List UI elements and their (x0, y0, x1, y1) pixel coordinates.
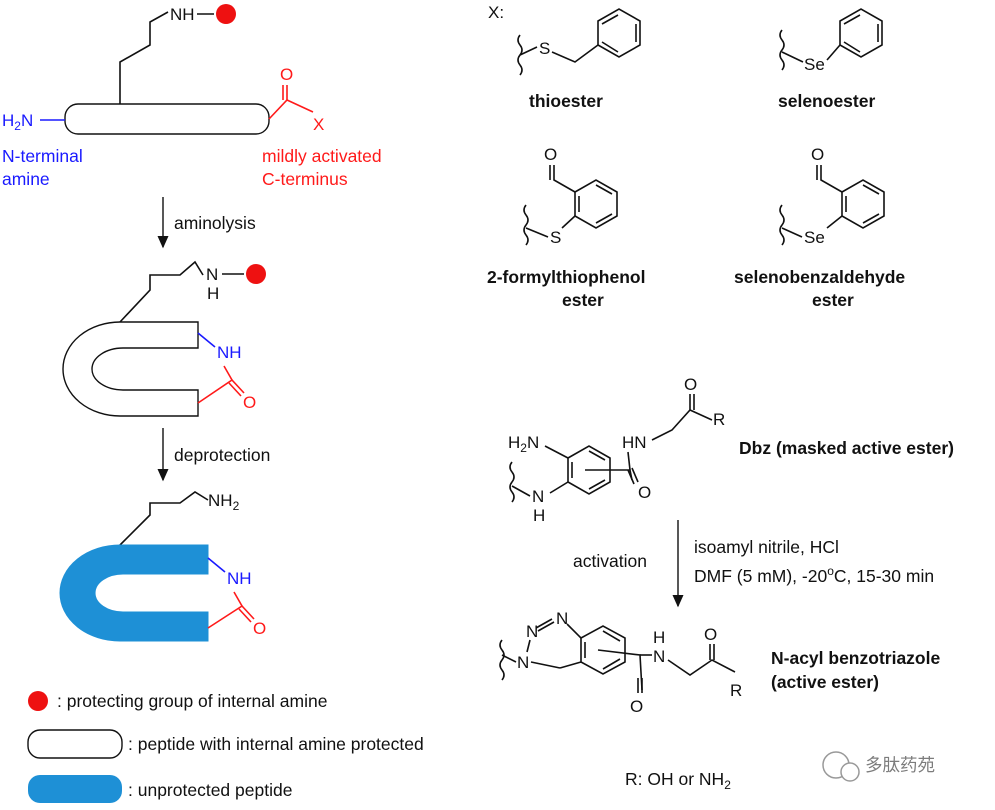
selenobenz-se: Se (804, 228, 825, 247)
formylthiophenol-structure: O S 2-formylthiophenol ester (487, 145, 645, 310)
side-chain-n: N (206, 265, 218, 284)
dbz-o1: O (638, 483, 651, 502)
bt-label-2: (active ester) (771, 672, 879, 692)
r-definition: R: OH or NH2 (625, 769, 731, 792)
legend-filled-text: : unprotected peptide (128, 780, 292, 800)
dbz-h: H (533, 506, 545, 525)
legend-dot-icon (28, 691, 48, 711)
selenobenz-label-2: ester (812, 290, 854, 310)
legend-outline-icon (27, 729, 123, 759)
benzene-ring (597, 8, 641, 58)
selenoester-structure: Se selenoester (778, 8, 883, 111)
bt-o1: O (630, 697, 643, 716)
dbz-hn: HN (622, 433, 647, 452)
selenobenz-label-1: selenobenzaldehyde (734, 267, 905, 287)
side-chain-h: H (207, 284, 219, 303)
c-terminus-label-1: mildly activated (262, 146, 382, 166)
formylthio-s: S (550, 228, 561, 247)
free-amine-nh2: NH2 (208, 491, 240, 513)
c-terminal-bond (268, 99, 314, 120)
selenoester-se: Se (804, 55, 825, 74)
selenoester-label: selenoester (778, 91, 875, 111)
formyl-o-1: O (544, 145, 557, 164)
cyclic-protected-peptide: N H NH O (62, 260, 266, 417)
u-shaped-peptide-outline (62, 321, 199, 417)
peptide-outline-bar (64, 103, 270, 135)
watermark: 多肽药苑 (822, 751, 935, 782)
ring2-nh: NH (227, 569, 252, 588)
carbonyl-o: O (280, 65, 293, 84)
legend-outline-text: : peptide with internal amine protected (128, 734, 424, 754)
n-terminal-label-2: amine (2, 169, 50, 189)
ring2-o: O (253, 619, 266, 638)
reagent-line-1: isoamyl nitrile, HCl (694, 537, 839, 557)
lysine-side-chain (119, 11, 169, 105)
bt-amide-h: H (653, 628, 665, 647)
bt-n3: N (517, 653, 529, 672)
aminolysis-label: aminolysis (174, 213, 256, 233)
thioester-s: S (539, 39, 550, 58)
dbz-r: R (713, 410, 725, 429)
n-terminal-label-1: N-terminal (2, 146, 83, 166)
activation-label: activation (573, 551, 647, 571)
dbz-label: Dbz (masked active ester) (739, 438, 954, 458)
dbz-structure: H2N N H O HN O R Dbz (masked active este… (508, 375, 954, 525)
protecting-group-dot (216, 4, 236, 24)
bt-o2: O (704, 625, 717, 644)
h2n-label: H2N (2, 111, 33, 133)
legend: : protecting group of internal amine : p… (27, 691, 424, 803)
side-chain-nh: NH (170, 5, 195, 24)
reagent-line-2: DMF (5 mM), -20oC, 15-30 min (694, 564, 934, 586)
linear-peptide: NH H2N O X N-terminal amine mildly activ… (2, 4, 382, 189)
bt-n1: N (526, 622, 538, 641)
selenobenzaldehyde-structure: O Se selenobenzaldehyde ester (734, 145, 905, 310)
formylthio-label-2: ester (562, 290, 604, 310)
formylthio-label-1: 2-formylthiophenol (487, 267, 645, 287)
dbz-h2n: H2N (508, 433, 539, 455)
c-terminus-label-2: C-terminus (262, 169, 348, 189)
dbz-o2: O (684, 375, 697, 394)
u-shaped-peptide-filled (59, 544, 209, 642)
formyl-o-2: O (811, 145, 824, 164)
cyclic-unprotected-peptide: NH2 NH O (59, 491, 266, 642)
x-leaving-group: X (313, 115, 324, 134)
x-prefix: X: (488, 3, 504, 22)
dbz-n: N (532, 487, 544, 506)
legend-dot-text: : protecting group of internal amine (57, 691, 327, 711)
thioester-structure: S thioester (517, 8, 641, 111)
ring-nh: NH (217, 343, 242, 362)
bt-label-1: N-acyl benzotriazole (771, 648, 940, 668)
deprotection-label: deprotection (174, 445, 270, 465)
ring-o: O (243, 393, 256, 412)
thioester-label: thioester (529, 91, 603, 111)
legend-filled-icon (28, 775, 122, 803)
watermark-text: 多肽药苑 (865, 755, 935, 775)
bt-r: R (730, 681, 742, 700)
protecting-group-dot-2 (246, 264, 266, 284)
bt-n2: N (556, 609, 568, 628)
benzotriazole-structure: N N N O N H O R N-acyl benzotriazole (ac… (499, 609, 940, 716)
bt-amide-n: N (653, 647, 665, 666)
